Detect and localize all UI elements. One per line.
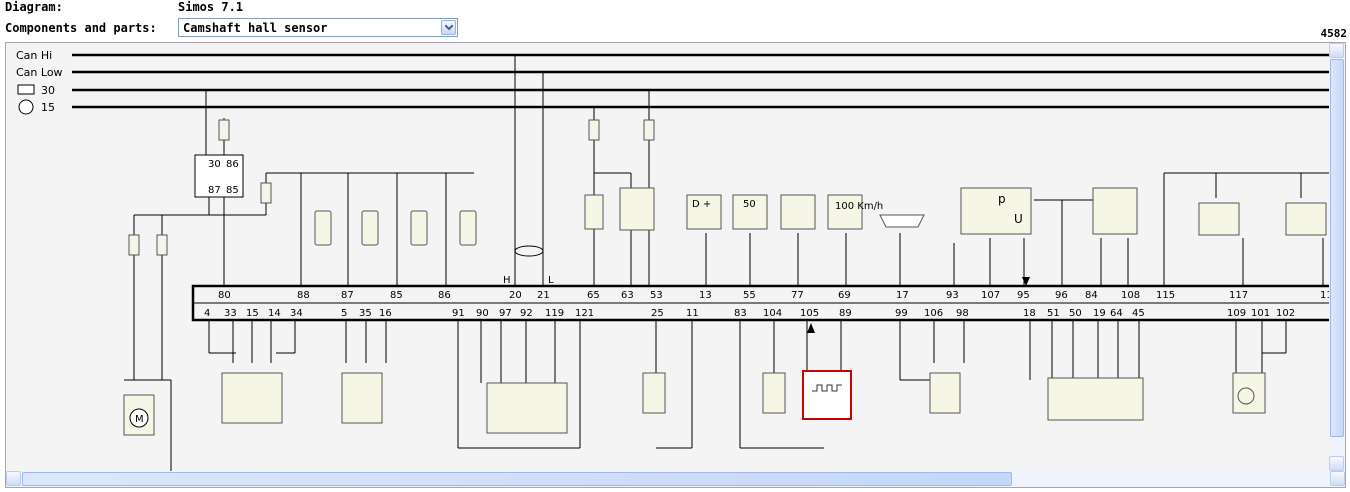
ecu-bottom-pin-6: 35 — [359, 308, 372, 319]
can-hi-label: Can Hi — [16, 49, 52, 62]
diagram-viewport[interactable]: Can Hi Can Low 30 15 30 86 87 85 H L D +… — [5, 42, 1346, 488]
ecu-bottom-pin-29: 109 — [1227, 308, 1246, 319]
term-30-label: 30 — [41, 84, 55, 97]
relay-pin-85: 85 — [226, 185, 239, 196]
horizontal-scrollbar[interactable] — [6, 471, 1345, 487]
horizontal-scroll-thumb[interactable] — [22, 472, 1012, 486]
vertical-scrollbar[interactable] — [1329, 43, 1345, 471]
ecu-bottom-pin-27: 64 — [1110, 308, 1123, 319]
ecu-top-pin-13: 69 — [838, 290, 851, 301]
ecu-bottom-pin-11: 92 — [520, 308, 533, 319]
ecu-top-pin-5: 20 — [509, 290, 522, 301]
ecu-top-pin-20: 108 — [1121, 290, 1140, 301]
ecu-top-pin-21: 115 — [1156, 290, 1175, 301]
term-15-label: 15 — [41, 101, 55, 114]
components-select[interactable]: Camshaft hall sensor — [178, 18, 458, 37]
diagram-number: 4582 — [1320, 27, 1348, 40]
ecu-top-pin-17: 95 — [1017, 290, 1030, 301]
ecu-bottom-pin-31: 102 — [1276, 308, 1295, 319]
ecu-bottom-pin-21: 106 — [924, 308, 943, 319]
ecu-bottom-pin-24: 51 — [1047, 308, 1060, 319]
ecu-bottom-pin-14: 25 — [651, 308, 664, 319]
scroll-right-button[interactable] — [1330, 471, 1345, 486]
ecu-bottom-pin-2: 15 — [246, 308, 259, 319]
ecu-top-pin-2: 87 — [341, 290, 354, 301]
can-low-label: Can Low — [16, 66, 63, 79]
ecu-bottom-pin-12: 119 — [545, 308, 564, 319]
ecu-top-pin-22: 117 — [1229, 290, 1248, 301]
relay-pin-30: 30 — [208, 159, 221, 170]
speedometer-label: 100 Km/h — [835, 201, 883, 212]
ecu-top-pin-16: 107 — [981, 290, 1000, 301]
fan-label-l: L — [548, 275, 554, 286]
ecu-bottom-pin-16: 83 — [734, 308, 747, 319]
scroll-left-button[interactable] — [6, 471, 21, 486]
ecu-top-pin-7: 65 — [587, 290, 600, 301]
vertical-scroll-thumb[interactable] — [1330, 59, 1344, 437]
ecu-bottom-pin-22: 98 — [956, 308, 969, 319]
ecu-top-pin-23: 11 — [1320, 290, 1331, 301]
diagram-label: Diagram: — [5, 0, 63, 14]
ecu-bottom-pin-7: 16 — [379, 308, 392, 319]
pressure-u-label: U — [1014, 212, 1023, 226]
ecu-top-pin-4: 86 — [438, 290, 451, 301]
scroll-down-button[interactable] — [1329, 456, 1344, 471]
speed-signal-label: 50 — [743, 199, 756, 210]
wiring-diagram: Can Hi Can Low 30 15 30 86 87 85 H L D +… — [16, 49, 1331, 471]
ecu-top-pin-15: 93 — [946, 290, 959, 301]
ecu-bottom-pin-25: 50 — [1069, 308, 1082, 319]
ecu-bottom-pin-9: 90 — [476, 308, 489, 319]
ecu-bottom-pin-26: 19 — [1093, 308, 1106, 319]
ecu-bottom-pin-15: 11 — [686, 308, 699, 319]
ecu-top-pin-12: 77 — [791, 290, 804, 301]
ecu-bottom-pin-28: 45 — [1132, 308, 1145, 319]
ecu-bottom-pin-30: 101 — [1251, 308, 1270, 319]
ecu-top-pin-14: 17 — [896, 290, 909, 301]
ecu-bottom-pin-1: 33 — [224, 308, 237, 319]
ecu-bottom-pin-0: 4 — [204, 308, 210, 319]
ecu-top-pin-3: 85 — [390, 290, 403, 301]
components-select-value: Camshaft hall sensor — [183, 21, 328, 35]
alternator-label: D + — [692, 199, 711, 210]
ecu-top-pin-6: 21 — [537, 290, 550, 301]
ecu-bottom-pin-8: 91 — [452, 308, 465, 319]
chevron-down-icon[interactable] — [441, 20, 456, 35]
ecu-top-pin-10: 13 — [699, 290, 712, 301]
diagram-value: Simos 7.1 — [178, 0, 244, 14]
ecu-top-pin-8: 63 — [621, 290, 634, 301]
relay-pin-87: 87 — [208, 185, 221, 196]
ecu-bottom-pin-19: 89 — [839, 308, 852, 319]
ecu-top-pin-1: 88 — [297, 290, 310, 301]
ecu-bottom-pin-5: 5 — [341, 308, 347, 319]
ecu-top-pin-18: 96 — [1055, 290, 1068, 301]
components-label: Components and parts: — [5, 21, 157, 35]
ecu-bottom-pin-4: 34 — [290, 308, 303, 319]
motor-label: M — [135, 414, 144, 425]
ecu-top-pin-9: 53 — [650, 290, 663, 301]
ecu-bottom-pin-3: 14 — [268, 308, 281, 319]
fan-label-h: H — [503, 275, 511, 286]
ecu-bottom-pin-20: 99 — [895, 308, 908, 319]
ecu-bottom-pin-18: 105 — [800, 308, 819, 319]
ecu-bottom-pin-23: 18 — [1023, 308, 1036, 319]
ecu-bottom-pin-13: 121 — [575, 308, 594, 319]
ecu-bottom-pin-10: 97 — [499, 308, 512, 319]
pressure-p-label: p — [998, 192, 1006, 206]
scroll-up-button[interactable] — [1329, 43, 1344, 58]
relay-pin-86: 86 — [226, 159, 239, 170]
ecu-bottom-pin-17: 104 — [763, 308, 782, 319]
ecu-top-pin-0: 80 — [218, 290, 231, 301]
ecu-top-pin-19: 84 — [1085, 290, 1098, 301]
ecu-top-pin-11: 55 — [743, 290, 756, 301]
